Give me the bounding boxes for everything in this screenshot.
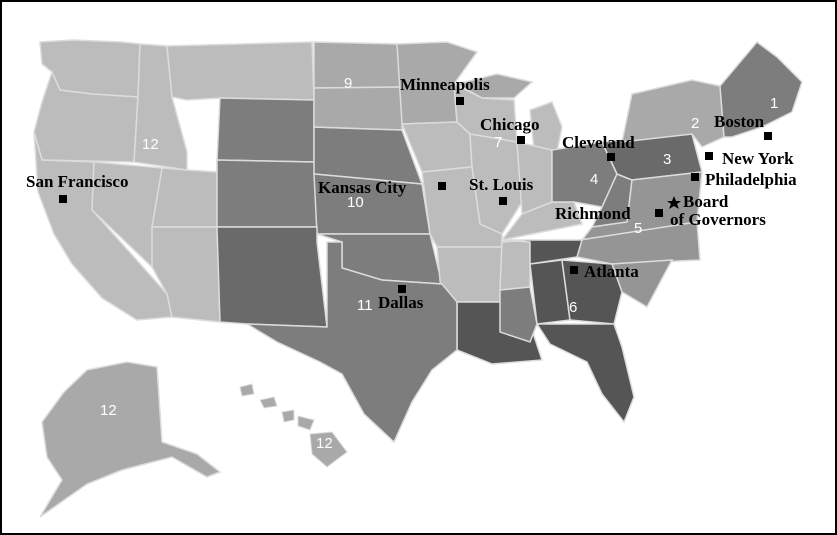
city-markers <box>59 97 772 293</box>
district-number-1: 1 <box>770 95 778 112</box>
marker-philadelphia <box>691 173 699 181</box>
label-minneapolis: Minneapolis <box>400 75 490 94</box>
marker-atlanta <box>570 266 578 274</box>
state-alaska <box>39 361 222 518</box>
district-number-9: 9 <box>344 75 352 92</box>
label-kansas-city: Kansas City <box>318 178 407 197</box>
state-new-england <box>719 40 803 138</box>
state-mississippi-north <box>499 239 531 291</box>
state-colorado <box>216 159 318 228</box>
marker-san-francisco <box>59 195 67 203</box>
label-boston: Boston <box>714 112 765 131</box>
district-number-6: 6 <box>569 299 577 316</box>
district-numbers: 1 2 3 4 5 6 7 9 10 11 12 12 12 <box>100 75 778 452</box>
state-california <box>33 131 173 321</box>
state-michigan <box>529 101 563 153</box>
marker-new-york <box>705 152 713 160</box>
district-number-11: 11 <box>357 297 373 314</box>
state-kentucky <box>500 201 584 242</box>
state-mississippi-south <box>499 286 538 343</box>
district-number-5: 5 <box>634 220 642 237</box>
district-9-region <box>313 41 534 131</box>
label-philadelphia: Philadelphia <box>705 170 797 189</box>
state-new-york <box>621 79 725 148</box>
marker-st-louis <box>499 197 507 205</box>
state-utah <box>151 167 218 228</box>
label-atlanta: Atlanta <box>584 262 639 281</box>
board-star-icon <box>667 196 681 209</box>
district-number-4: 4 <box>590 171 598 188</box>
district-number-3: 3 <box>663 151 671 168</box>
label-of-governors: of Governors <box>670 210 766 229</box>
state-georgia <box>561 259 623 325</box>
marker-kansas-city <box>438 182 446 190</box>
marker-minneapolis <box>456 97 464 105</box>
label-new-york: New York <box>722 149 794 168</box>
district-number-12-west: 12 <box>142 136 159 153</box>
label-cleveland: Cleveland <box>562 133 635 152</box>
label-dallas: Dallas <box>378 293 424 312</box>
district-10-region <box>216 97 443 285</box>
marker-chicago <box>517 136 525 144</box>
state-wyoming <box>216 97 315 163</box>
district-5-region <box>576 171 703 309</box>
district-number-7: 7 <box>494 134 502 151</box>
state-new-mexico <box>216 226 328 328</box>
district-number-12-alaska: 12 <box>100 402 117 419</box>
state-hawaii <box>239 383 348 468</box>
label-san-francisco: San Francisco <box>26 172 128 191</box>
state-montana <box>166 41 315 101</box>
district-number-12-hawaii: 12 <box>316 435 333 452</box>
label-richmond: Richmond <box>555 204 631 223</box>
district-12-region <box>33 39 315 323</box>
state-florida <box>535 323 635 424</box>
marker-richmond <box>655 209 663 217</box>
marker-dallas <box>398 285 406 293</box>
label-board: Board <box>683 192 729 211</box>
marker-boston <box>764 132 772 140</box>
state-north-dakota <box>313 41 403 89</box>
district-number-2: 2 <box>691 115 699 132</box>
marker-cleveland <box>607 153 615 161</box>
district-number-10: 10 <box>347 194 364 211</box>
label-chicago: Chicago <box>480 115 540 134</box>
state-south-dakota <box>313 86 403 131</box>
label-st-louis: St. Louis <box>469 175 534 194</box>
city-labels: Minneapolis Boston Chicago Cleveland New… <box>26 75 797 312</box>
